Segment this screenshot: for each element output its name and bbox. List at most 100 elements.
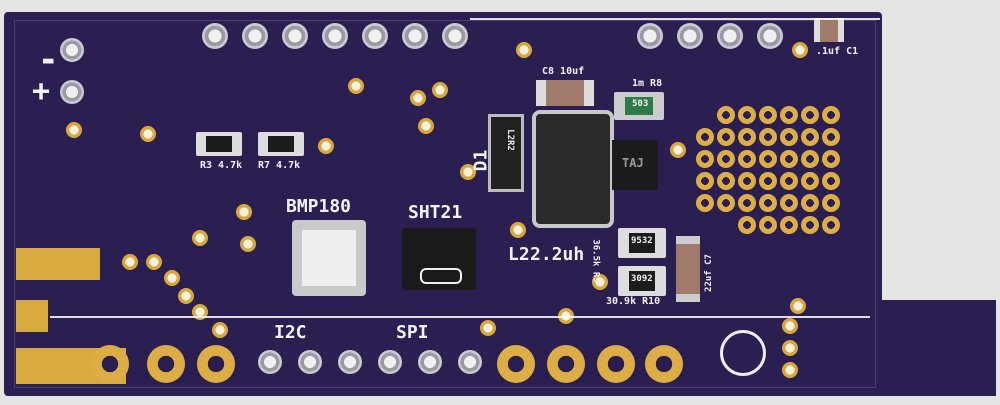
- plus-label: +: [32, 74, 51, 109]
- via: [480, 320, 496, 336]
- proto-hole: [801, 150, 819, 168]
- silk-line-top: [470, 18, 880, 20]
- capacitor-c8: [536, 80, 594, 106]
- r9-label: 36.5k R9: [590, 239, 601, 283]
- resistor-r10: 3092: [618, 266, 666, 296]
- proto-hole: [738, 172, 756, 190]
- proto-hole: [801, 216, 819, 234]
- proto-hole: [738, 194, 756, 212]
- header-pin: [677, 23, 703, 49]
- header-pin: [458, 350, 482, 374]
- header-pin: [202, 23, 228, 49]
- proto-hole: [717, 172, 735, 190]
- via: [510, 222, 526, 238]
- regulator-ic: TAJ: [612, 140, 658, 190]
- via: [178, 288, 194, 304]
- header-pin: [418, 350, 442, 374]
- proto-hole: [759, 150, 777, 168]
- header-pin: [60, 80, 84, 104]
- board-outline: [14, 20, 876, 388]
- proto-hole: [696, 150, 714, 168]
- square-pad: [16, 300, 48, 332]
- header-pin: [637, 23, 663, 49]
- mount-pad: [597, 345, 635, 383]
- proto-hole: [822, 106, 840, 124]
- header-pin: [322, 23, 348, 49]
- via: [140, 126, 156, 142]
- via: [212, 322, 228, 338]
- via: [592, 274, 608, 290]
- proto-hole: [801, 106, 819, 124]
- header-pin: [757, 23, 783, 49]
- header-pin: [242, 23, 268, 49]
- proto-hole: [780, 106, 798, 124]
- minus-label: -: [38, 40, 59, 80]
- via: [318, 138, 334, 154]
- c7-label: 22uf C7: [703, 254, 714, 292]
- proto-hole: [822, 216, 840, 234]
- capacitor-c7: [676, 236, 700, 302]
- header-pin: [362, 23, 388, 49]
- bmp180-label: BMP180: [286, 196, 352, 217]
- header-pin: [717, 23, 743, 49]
- proto-hole: [717, 150, 735, 168]
- header-pin: [338, 350, 362, 374]
- proto-hole: [759, 216, 777, 234]
- proto-hole: [717, 194, 735, 212]
- header-pin: [298, 350, 322, 374]
- proto-hole: [822, 194, 840, 212]
- c1-label: .1uf C1: [816, 46, 859, 57]
- via: [418, 118, 434, 134]
- via: [240, 236, 256, 252]
- i2c-label: I2C: [274, 322, 307, 343]
- via: [782, 318, 798, 334]
- logo-icon: [720, 330, 766, 376]
- via: [146, 254, 162, 270]
- proto-hole: [738, 128, 756, 146]
- capacitor-c1: [814, 18, 844, 42]
- via: [790, 298, 806, 314]
- proto-hole: [801, 172, 819, 190]
- proto-hole: [759, 194, 777, 212]
- sht21-sensor: [402, 228, 476, 290]
- resistor-r7: [258, 132, 304, 156]
- l2-value-label: 2.2uh: [530, 244, 585, 265]
- proto-hole: [822, 128, 840, 146]
- resistor-r9: 9532: [618, 228, 666, 258]
- header-pin: [442, 23, 468, 49]
- proto-hole: [759, 172, 777, 190]
- sht21-label: SHT21: [408, 202, 463, 223]
- mount-pad: [91, 345, 129, 383]
- pcb-tab: [870, 300, 996, 396]
- header-pin: [60, 38, 84, 62]
- proto-hole: [822, 172, 840, 190]
- proto-hole: [738, 216, 756, 234]
- header-pin: [282, 23, 308, 49]
- proto-hole: [759, 106, 777, 124]
- header-pin: [402, 23, 428, 49]
- mount-pad: [645, 345, 683, 383]
- edge-pad: [16, 248, 100, 280]
- silk-line: [50, 316, 870, 318]
- proto-hole: [738, 106, 756, 124]
- proto-hole: [780, 216, 798, 234]
- proto-hole: [780, 128, 798, 146]
- r10-label: 30.9k R10: [606, 296, 661, 307]
- bmp180-sensor: [292, 220, 366, 296]
- proto-hole: [780, 150, 798, 168]
- via: [410, 90, 426, 106]
- diode-d1: L2R2: [488, 114, 524, 192]
- proto-hole: [759, 128, 777, 146]
- resistor-r3: [196, 132, 242, 156]
- via: [782, 340, 798, 356]
- proto-hole: [822, 150, 840, 168]
- via: [122, 254, 138, 270]
- spi-label: SPI: [396, 322, 429, 343]
- via: [66, 122, 82, 138]
- header-pin: [258, 350, 282, 374]
- r7-label: R7 4.7k: [258, 160, 301, 171]
- proto-hole: [696, 172, 714, 190]
- r8-label: 1m R8: [632, 78, 663, 89]
- mount-pad: [147, 345, 185, 383]
- proto-hole: [780, 194, 798, 212]
